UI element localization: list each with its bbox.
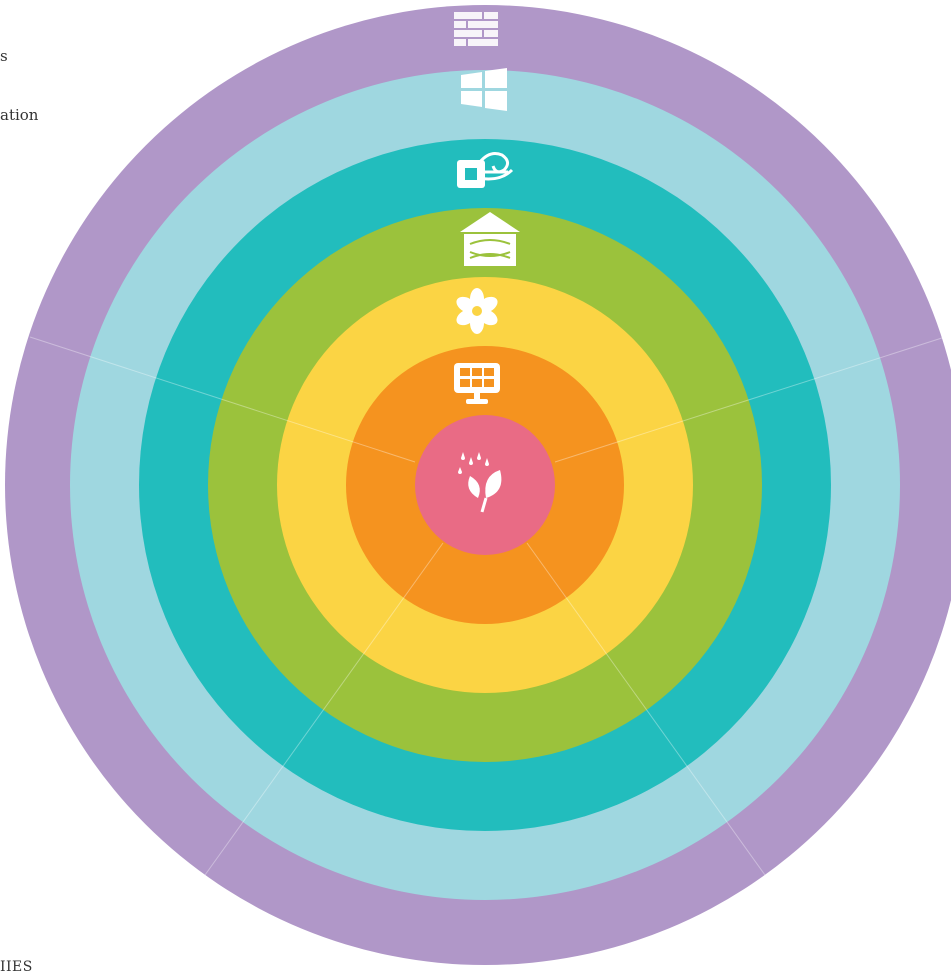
insulated-house-icon	[460, 212, 520, 266]
brick-wall-icon	[454, 12, 498, 46]
wind-vent-icon	[457, 152, 514, 188]
divider-line	[526, 542, 766, 876]
rain-leaf-icon	[458, 452, 502, 513]
center-circle[interactable]	[415, 415, 555, 555]
side-label-2: ation	[0, 106, 39, 124]
divider-line	[554, 336, 946, 463]
divider-line	[204, 542, 444, 876]
segment-dividers	[29, 336, 946, 876]
solar-panel-icon	[454, 363, 500, 404]
divider-line	[29, 336, 416, 463]
side-label-3: IIES	[0, 959, 33, 975]
window-icon	[461, 68, 507, 111]
fan-icon	[456, 288, 498, 334]
side-label-1: s	[0, 47, 8, 65]
